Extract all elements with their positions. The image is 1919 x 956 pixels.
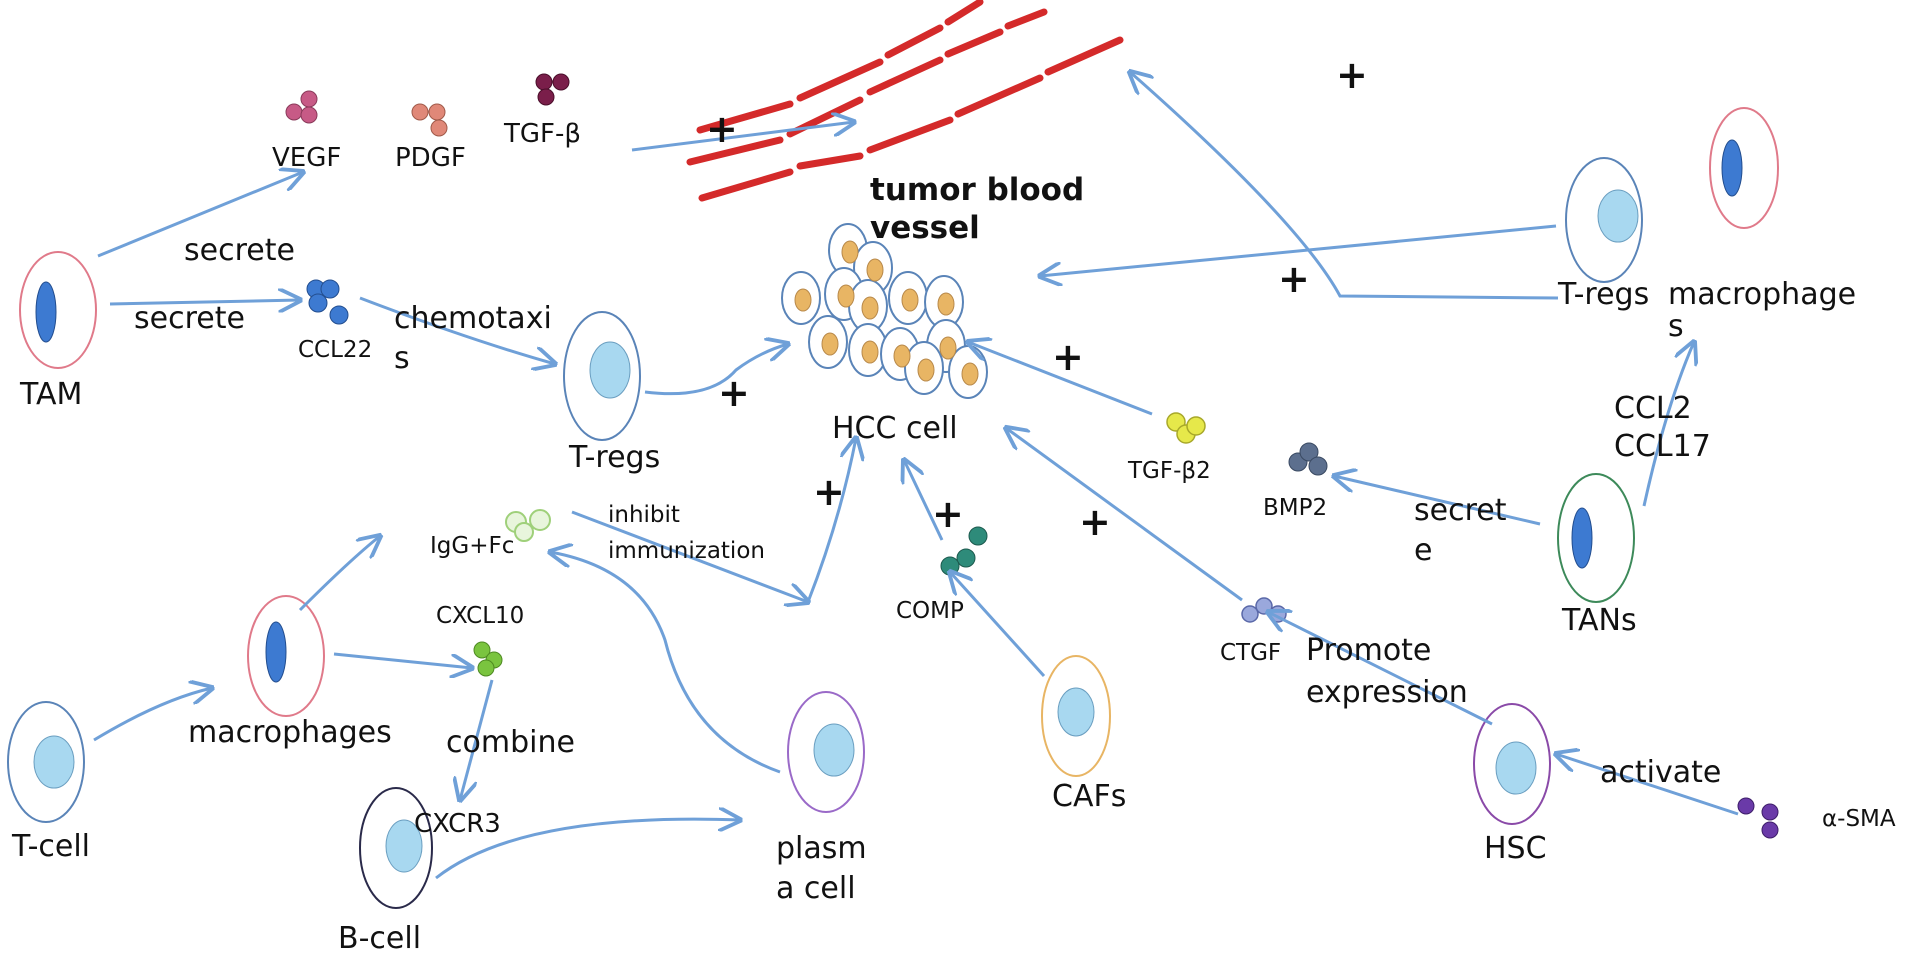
- vegf-molecule-icon: [285, 90, 318, 124]
- bcell-label: B-cell: [338, 921, 421, 956]
- secrete-label-lower: secrete: [134, 301, 245, 336]
- pdgf-molecule-icon: [411, 103, 448, 137]
- vessel-label-line2: vessel: [870, 210, 980, 246]
- plus-icon: +: [1278, 257, 1310, 301]
- plus-icon: +: [1052, 335, 1084, 379]
- plus-signs: + + + + + + + +: [706, 53, 1368, 544]
- ccl22-molecule-icon: [306, 279, 349, 325]
- tgfb2-molecule-icon: [1166, 412, 1206, 444]
- tans-label: TANs: [1561, 603, 1637, 638]
- ccl22-label: CCL22: [298, 337, 372, 363]
- plus-icon: +: [813, 470, 845, 514]
- comp-molecule-icon: [940, 526, 988, 576]
- hcc-cell-label: HCC cell: [832, 411, 958, 446]
- ctgf-label: CTGF: [1220, 640, 1281, 666]
- igg-fc-label: IgG+Fc: [430, 533, 514, 559]
- secrete-label-right-2: e: [1414, 533, 1432, 568]
- igg-fc-molecule-icon: [505, 509, 551, 542]
- macrophages-left-label: macrophages: [188, 715, 392, 750]
- chemotaxis-label-1: chemotaxi: [394, 301, 552, 336]
- tregs-left-label: T-regs: [568, 440, 660, 475]
- inhibit-label-2: immunization: [608, 538, 765, 564]
- tregs-left-cell-icon: [563, 311, 641, 441]
- cxcl10-molecule-icon: [473, 641, 503, 677]
- tgfb-molecule-icon: [535, 73, 570, 106]
- hsc-cell-icon: [1473, 703, 1551, 825]
- plus-icon: +: [932, 492, 964, 536]
- chemotaxis-label-2: s: [394, 341, 410, 376]
- tam-label: TAM: [19, 377, 82, 412]
- asma-label: α-SMA: [1822, 806, 1896, 832]
- macrophages-right-label-1: macrophage: [1668, 277, 1856, 312]
- secrete-label-right-1: secret: [1414, 493, 1507, 528]
- bmp2-label: BMP2: [1263, 495, 1327, 521]
- plasma-cell-label-2: a cell: [776, 871, 856, 906]
- arrows: [93, 72, 1739, 880]
- ccl17-label: CCL17: [1614, 429, 1711, 464]
- macrophages-right-label-2: s: [1668, 309, 1684, 344]
- tcell-label: T-cell: [11, 829, 90, 864]
- plus-icon: +: [718, 371, 750, 415]
- hcc-cell-cluster: [781, 223, 988, 399]
- cxcl10-label: CXCL10: [436, 603, 524, 629]
- tam-cell-icon: [19, 251, 97, 369]
- bmp2-molecule-icon: [1288, 442, 1328, 476]
- asma-molecule-icon: [1737, 797, 1779, 839]
- plus-icon: +: [1336, 53, 1368, 97]
- tregs-right-cell-icon: [1565, 157, 1643, 283]
- ccl2-label: CCL2: [1614, 391, 1692, 426]
- plasma-cell-label-1: plasm: [776, 831, 867, 866]
- promote-label-2: expression: [1306, 675, 1468, 710]
- comp-label: COMP: [896, 598, 964, 624]
- combine-label: combine: [446, 725, 575, 760]
- promote-label-1: Promote: [1306, 633, 1431, 668]
- hsc-label: HSC: [1484, 831, 1547, 866]
- bcell-cell-icon: [359, 787, 433, 909]
- plus-icon: +: [1079, 500, 1111, 544]
- tgfb2-label: TGF-β2: [1127, 458, 1211, 484]
- macrophages-left-cell-icon: [247, 595, 325, 717]
- macrophages-right-cell-icon: [1709, 107, 1779, 229]
- plus-icon: +: [706, 107, 738, 151]
- cafs-cell-icon: [1041, 655, 1111, 777]
- secrete-label-upper: secrete: [184, 233, 295, 268]
- tans-cell-icon: [1557, 473, 1635, 603]
- tgfb-label: TGF-β: [503, 119, 581, 149]
- tcell-cell-icon: [7, 701, 85, 823]
- plasma-cell-icon: [787, 691, 865, 813]
- vessel-label-line1: tumor blood: [870, 172, 1084, 208]
- pdgf-label: PDGF: [395, 143, 466, 173]
- inhibit-label-1: inhibit: [608, 502, 680, 528]
- tregs-right-label: T-regs: [1557, 277, 1649, 312]
- cafs-label: CAFs: [1052, 779, 1126, 814]
- vegf-label: VEGF: [272, 143, 341, 173]
- activate-label: activate: [1600, 755, 1721, 790]
- cxcr3-label: CXCR3: [414, 809, 501, 839]
- tumor-blood-vessel: [686, 0, 1124, 202]
